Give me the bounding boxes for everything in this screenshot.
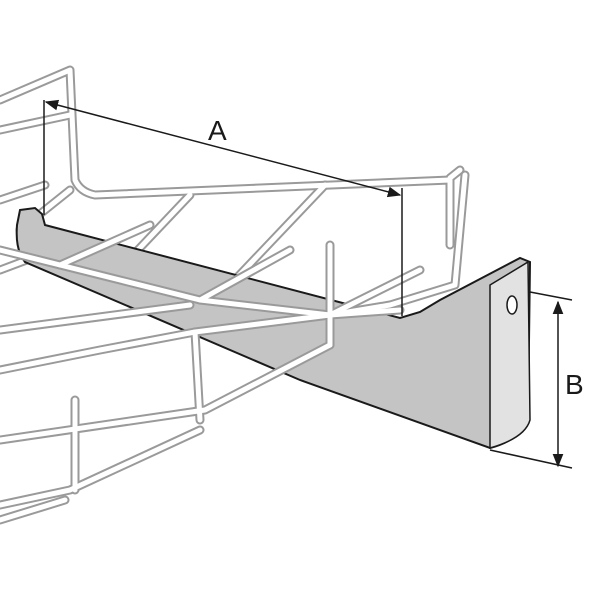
dimension-a-label: A bbox=[208, 115, 227, 146]
mounting-hole bbox=[506, 295, 518, 315]
dimension-b-label: B bbox=[565, 369, 584, 400]
dimension-a: A bbox=[43, 99, 403, 316]
dimension-b: B bbox=[489, 291, 584, 469]
support-bracket bbox=[15, 206, 532, 450]
dimension-b-extension-bottom bbox=[489, 449, 573, 469]
bracket-wall-plate bbox=[489, 260, 531, 449]
dimension-a-line bbox=[44, 99, 402, 198]
dimension-b-extension-top bbox=[529, 291, 573, 301]
wire-tray-front bbox=[0, 170, 470, 525]
